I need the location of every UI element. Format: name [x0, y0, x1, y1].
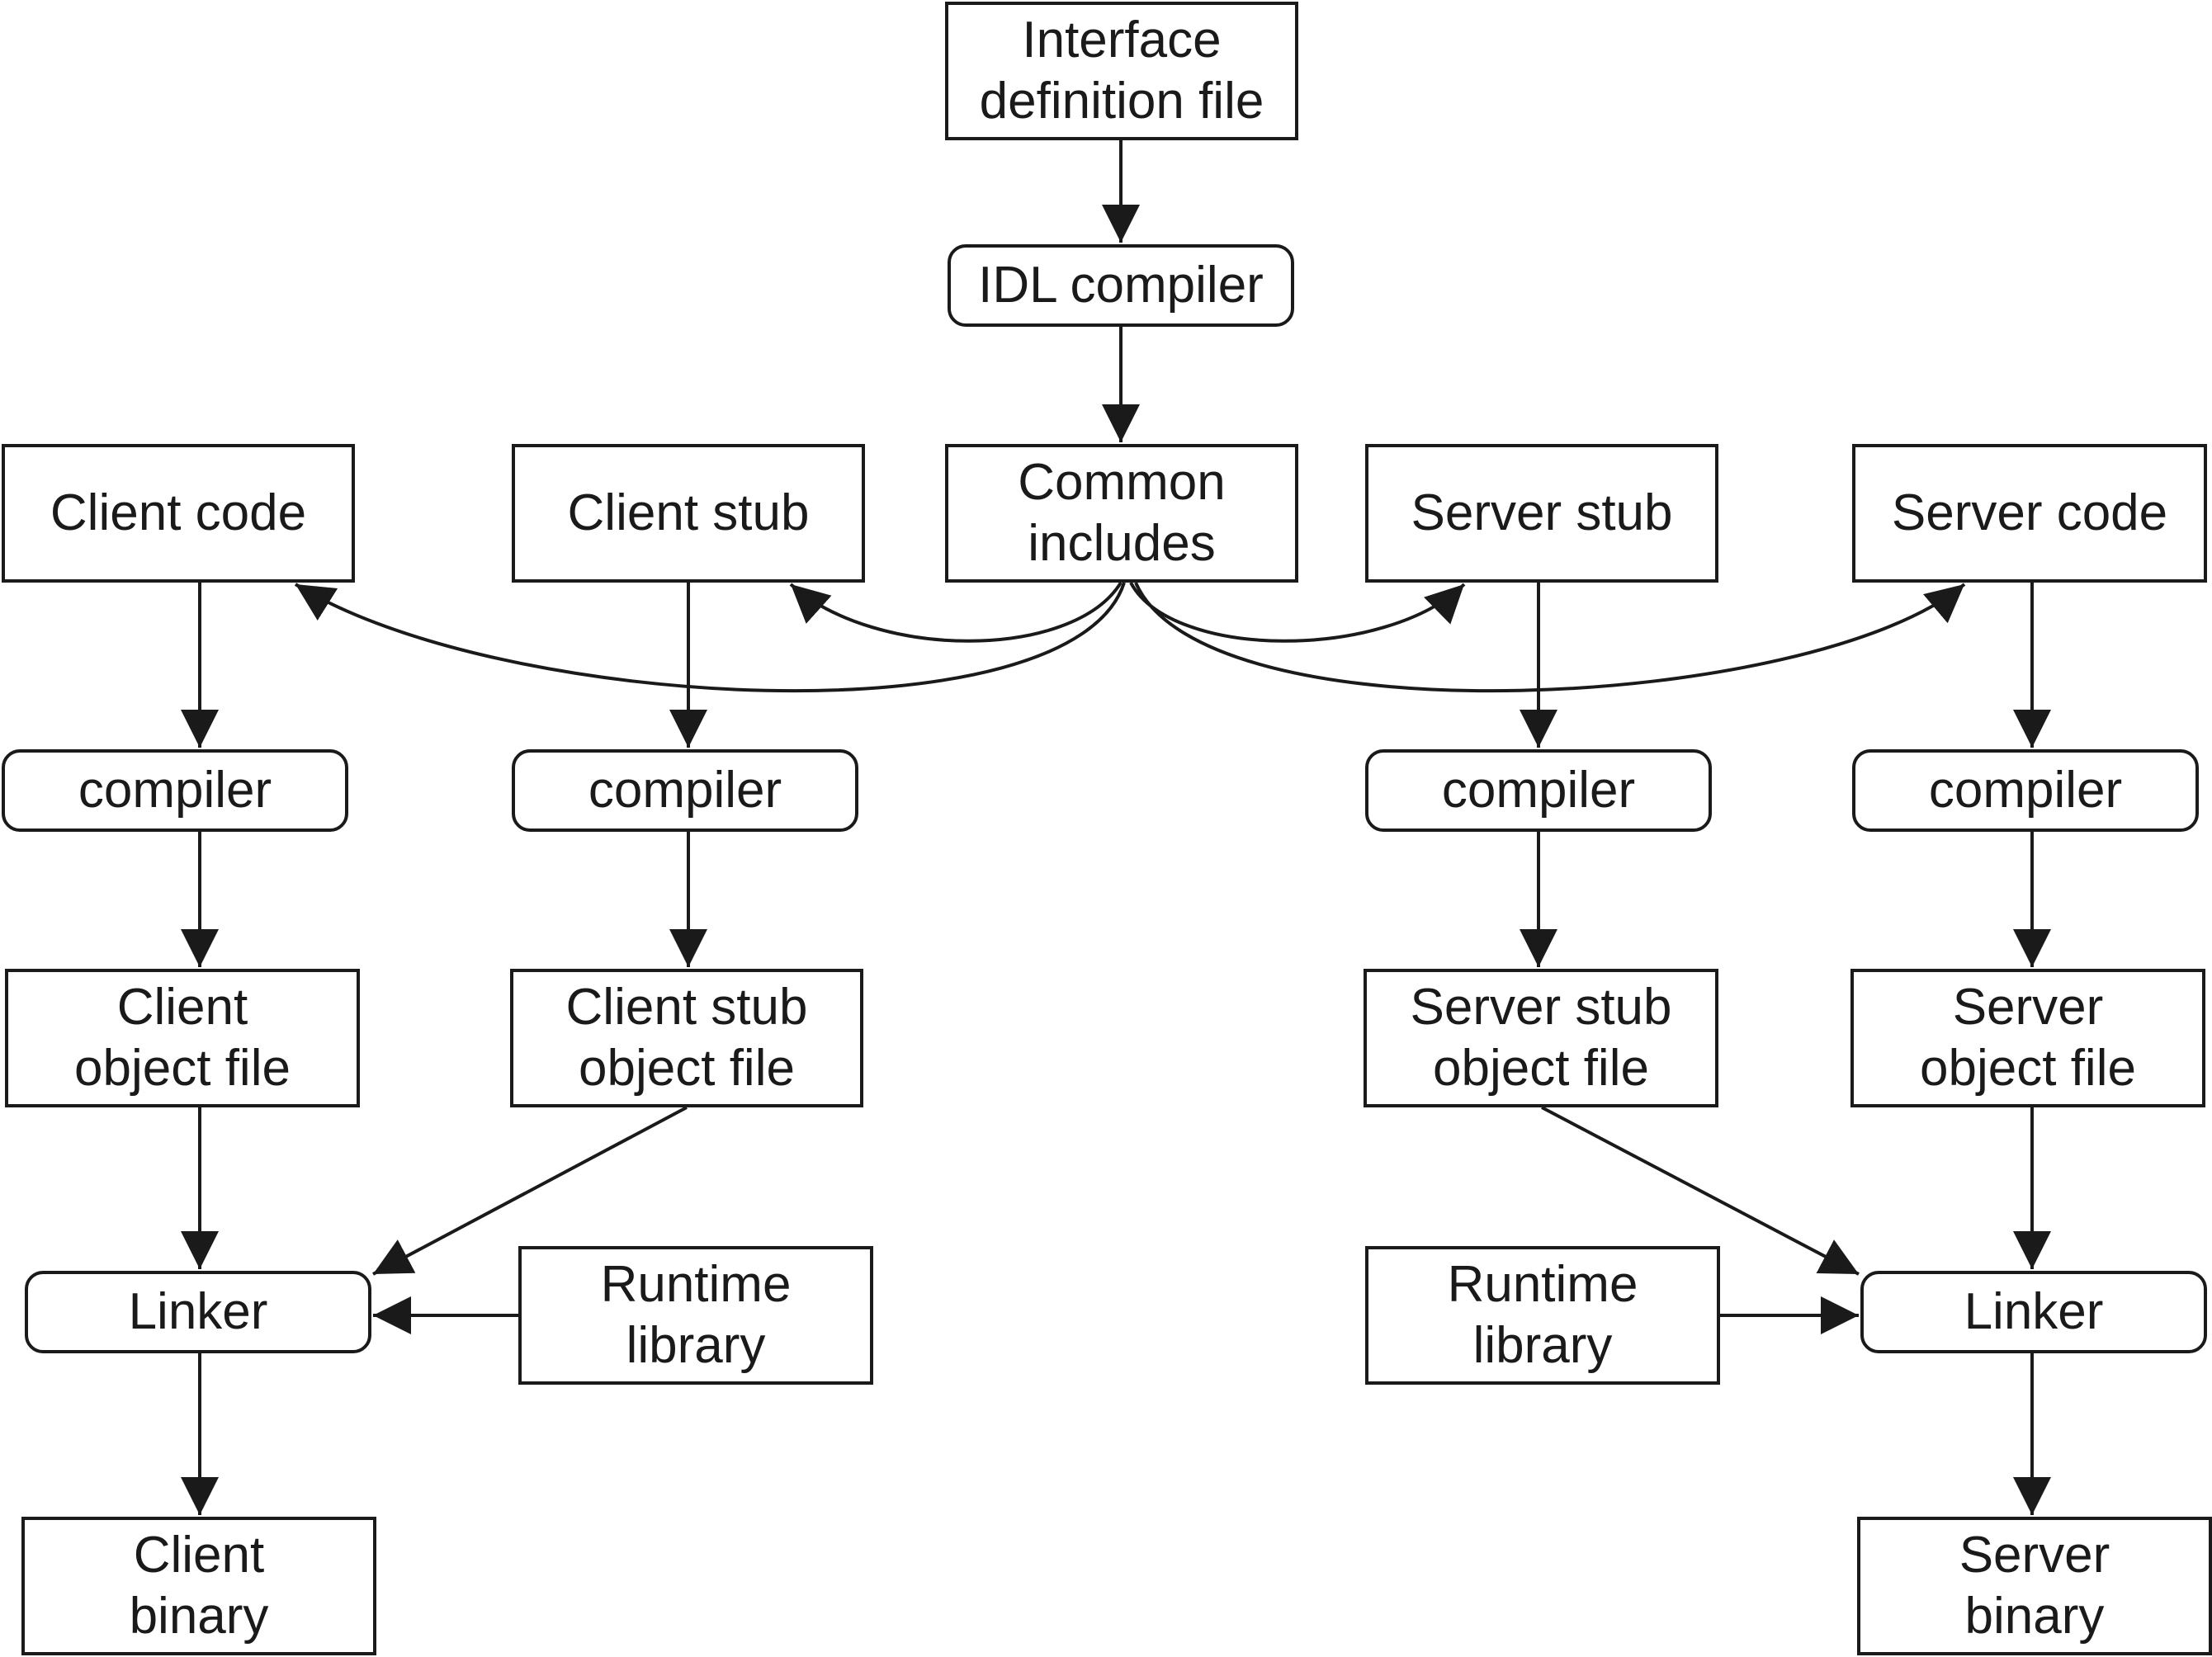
- server-object-file-box: Server object file: [1850, 969, 2205, 1107]
- arrow-server-stub-object-file-to-server-linker: [1541, 1106, 1860, 1276]
- server-linker-box: Linker: [1860, 1271, 2207, 1353]
- arrow-common-includes-to-client-code: [294, 582, 1126, 693]
- client-linker-box: Linker: [25, 1271, 371, 1353]
- server-code-box: Server code: [1852, 444, 2207, 583]
- arrow-common-includes-to-server-code: [1134, 582, 1966, 693]
- server-stub-object-file-box: Server stub object file: [1364, 969, 1718, 1107]
- server-compiler-box: compiler: [1852, 749, 2199, 832]
- client-stub-object-file-box: Client stub object file: [510, 969, 863, 1107]
- server-stub-box: Server stub: [1365, 444, 1718, 583]
- idl-compiler-box: IDL compiler: [948, 244, 1294, 327]
- client-code-box: Client code: [2, 444, 355, 583]
- client-compiler-box: compiler: [2, 749, 348, 832]
- server-stub-compiler-box: compiler: [1365, 749, 1712, 832]
- arrow-common-includes-to-client-stub: [789, 581, 1123, 643]
- server-runtime-library-box: Runtime library: [1365, 1246, 1720, 1385]
- common-includes-box: Common includes: [945, 444, 1298, 583]
- client-runtime-library-box: Runtime library: [518, 1246, 873, 1385]
- server-binary-box: Server binary: [1857, 1517, 2212, 1655]
- arrow-client-stub-object-file-to-client-linker: [372, 1106, 688, 1276]
- client-object-file-box: Client object file: [5, 969, 360, 1107]
- interface-definition-file-box: Interface definition file: [945, 2, 1298, 140]
- client-stub-box: Client stub: [512, 444, 865, 583]
- arrow-common-includes-to-server-stub: [1129, 582, 1466, 643]
- client-binary-box: Client binary: [21, 1517, 376, 1655]
- client-stub-compiler-box: compiler: [512, 749, 858, 832]
